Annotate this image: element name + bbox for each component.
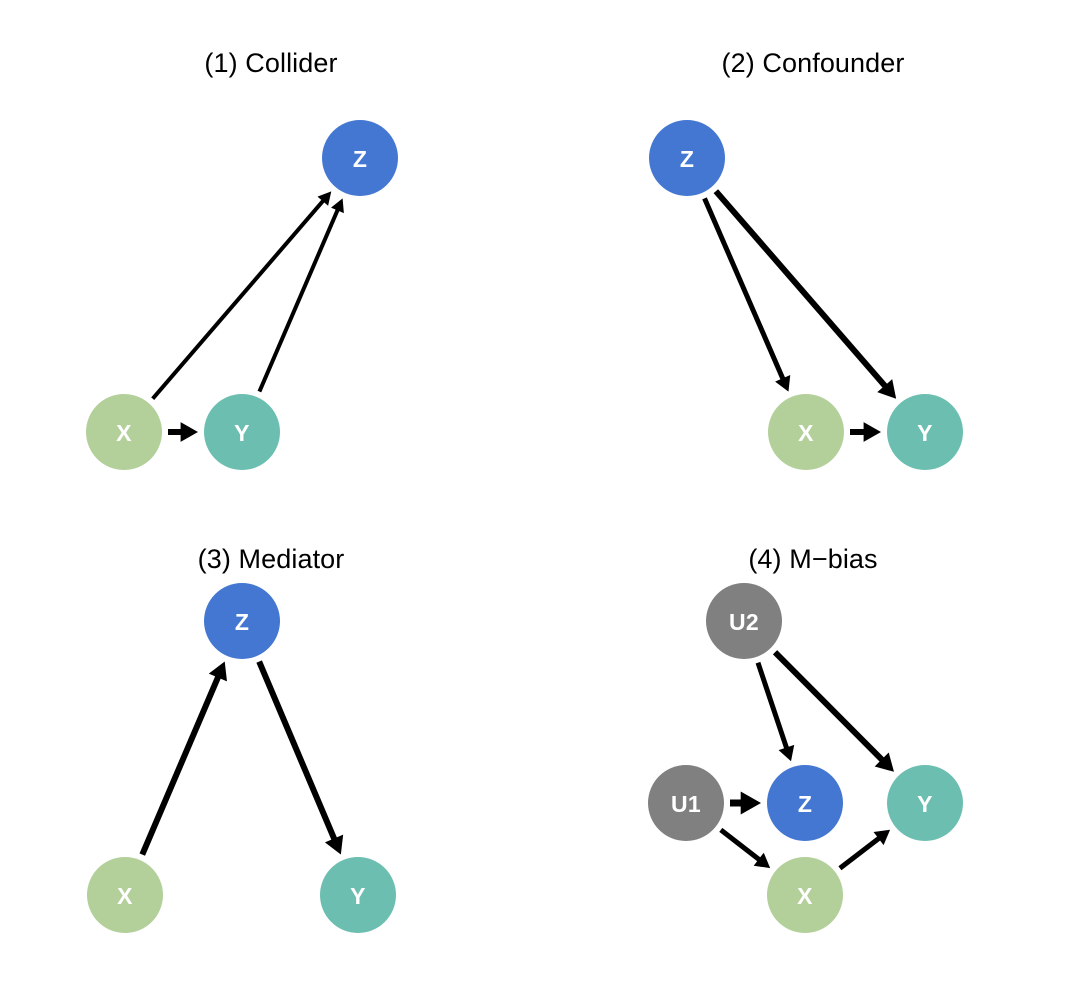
node-circle-outcome[interactable] bbox=[887, 765, 963, 841]
edge-shaft bbox=[713, 189, 892, 393]
edge-Z-to-X bbox=[702, 197, 791, 392]
node-label: Y bbox=[917, 791, 933, 817]
arrowhead-icon bbox=[180, 422, 198, 442]
edge-shaft bbox=[256, 660, 340, 846]
node-circle-collider[interactable] bbox=[322, 120, 398, 196]
node-u1[interactable]: U1 bbox=[648, 765, 724, 841]
node-y[interactable]: Y bbox=[204, 394, 280, 470]
node-circle-outcome[interactable] bbox=[320, 857, 396, 933]
node-circle-unmeasured[interactable] bbox=[648, 765, 724, 841]
node-circle-confounder[interactable] bbox=[649, 120, 725, 196]
node-label: Y bbox=[234, 420, 250, 446]
edge-X-to-Y bbox=[168, 422, 198, 442]
edge-shaft bbox=[838, 833, 885, 871]
node-circle-mediator[interactable] bbox=[204, 583, 280, 659]
panel-title: (4) M−bias bbox=[748, 544, 878, 574]
arrowhead-icon bbox=[863, 422, 881, 442]
edge-X-to-Z bbox=[139, 661, 227, 856]
edge-Z-to-Y bbox=[713, 189, 897, 399]
edge-shaft bbox=[772, 650, 889, 767]
node-label: Y bbox=[350, 883, 366, 909]
edge-shaft bbox=[151, 196, 328, 400]
node-label: Z bbox=[235, 609, 249, 635]
arrowhead-icon bbox=[874, 752, 894, 772]
arrowhead-icon bbox=[317, 191, 332, 206]
node-y[interactable]: Y bbox=[887, 765, 963, 841]
arrowhead-icon bbox=[877, 379, 897, 399]
node-label: X bbox=[798, 420, 814, 446]
panel-title: (2) Confounder bbox=[721, 48, 905, 78]
node-circle-treatment[interactable] bbox=[768, 394, 844, 470]
node-y[interactable]: Y bbox=[887, 394, 963, 470]
node-label: Y bbox=[917, 420, 933, 446]
node-circle-treatment[interactable] bbox=[767, 857, 843, 933]
arrowhead-icon bbox=[753, 852, 771, 869]
dag-collider: X Y Z bbox=[86, 120, 398, 470]
node-circle-treatment[interactable] bbox=[86, 394, 162, 470]
node-z[interactable]: Z bbox=[322, 120, 398, 196]
node-label: Z bbox=[680, 146, 694, 172]
panel-title: (1) Collider bbox=[204, 48, 338, 78]
arrowhead-icon bbox=[873, 829, 891, 846]
panel-confounder: (2) Confounder Z X Y bbox=[542, 0, 1084, 496]
node-y[interactable]: Y bbox=[320, 857, 396, 933]
dag-confounder: Z X Y bbox=[649, 120, 963, 470]
node-label: U2 bbox=[729, 609, 759, 635]
edge-Z-to-Y bbox=[256, 660, 344, 855]
node-z[interactable]: Z bbox=[204, 583, 280, 659]
edge-Y-to-Z bbox=[257, 198, 344, 393]
panel-collider: (1) Collider X Y Z bbox=[0, 0, 542, 496]
arrowhead-icon bbox=[740, 791, 761, 815]
node-circle-outcome[interactable] bbox=[204, 394, 280, 470]
edge-U1-to-X bbox=[719, 827, 771, 869]
node-z[interactable]: Z bbox=[649, 120, 725, 196]
arrowhead-icon bbox=[331, 198, 344, 214]
arrowhead-icon bbox=[324, 834, 344, 855]
node-x[interactable]: X bbox=[87, 857, 163, 933]
node-x[interactable]: X bbox=[86, 394, 162, 470]
edge-X-to-Y bbox=[838, 829, 891, 871]
node-label: Z bbox=[798, 791, 812, 817]
node-x[interactable]: X bbox=[768, 394, 844, 470]
edge-X-to-Y bbox=[850, 422, 881, 442]
node-circle-treatment[interactable] bbox=[87, 857, 163, 933]
node-label: X bbox=[117, 883, 133, 909]
node-label: Z bbox=[353, 146, 367, 172]
node-label: X bbox=[116, 420, 132, 446]
panel-title: (3) Mediator bbox=[197, 544, 345, 574]
edge-shaft bbox=[257, 205, 342, 393]
node-circle-collider[interactable] bbox=[767, 765, 843, 841]
edge-U2-to-Z bbox=[755, 661, 795, 762]
node-u2[interactable]: U2 bbox=[706, 583, 782, 659]
arrowhead-icon bbox=[775, 375, 791, 392]
edge-shaft bbox=[755, 661, 791, 754]
node-circle-unmeasured[interactable] bbox=[706, 583, 782, 659]
dag-mediator: X Z Y bbox=[87, 583, 396, 933]
edge-U1-to-Z bbox=[730, 791, 761, 815]
node-label: U1 bbox=[671, 791, 701, 817]
edge-X-to-Z bbox=[151, 191, 332, 400]
edge-shaft bbox=[139, 670, 224, 856]
node-label: X bbox=[797, 883, 813, 909]
edge-U2-to-Y bbox=[772, 650, 894, 772]
node-x[interactable]: X bbox=[767, 857, 843, 933]
panel-mediator: (3) Mediator X Z Y bbox=[0, 496, 542, 992]
node-circle-outcome[interactable] bbox=[887, 394, 963, 470]
arrowhead-icon bbox=[208, 661, 227, 682]
edge-shaft bbox=[702, 197, 788, 385]
arrowhead-icon bbox=[778, 744, 795, 762]
edge-shaft bbox=[719, 827, 765, 865]
node-z[interactable]: Z bbox=[767, 765, 843, 841]
